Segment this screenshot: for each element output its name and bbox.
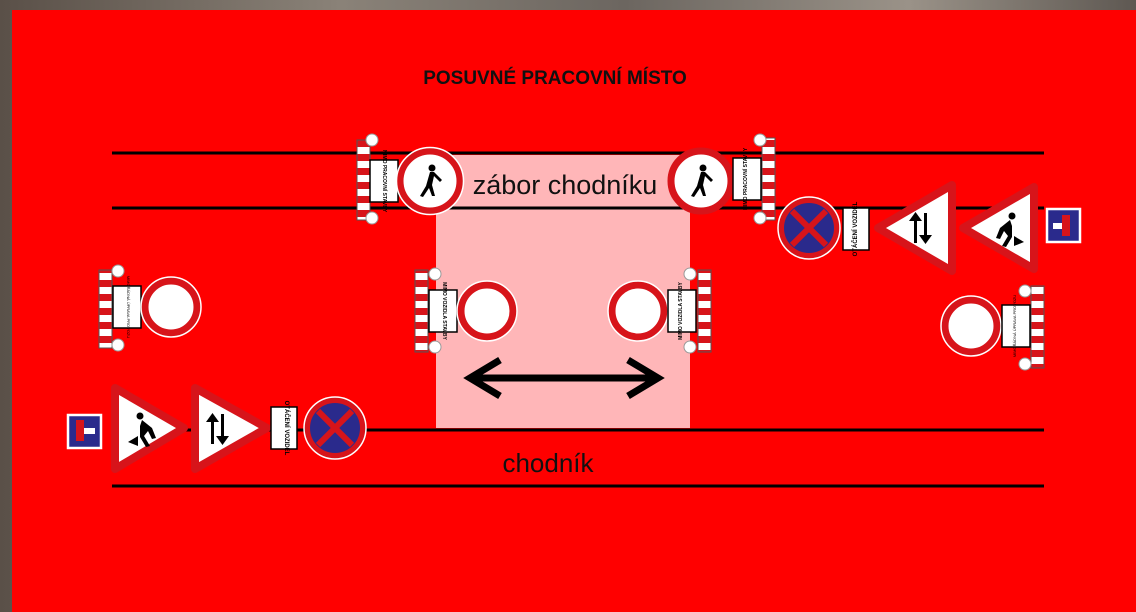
barrier-right-small-text: MIMOŘÁDNÁ ÚPRAVA PROVOZU (1012, 295, 1017, 358)
barrier-left-middle: MIMOŘÁDNÁ ÚPRAVA PROVOZU (98, 264, 142, 352)
no-entry-sign-left (140, 276, 202, 338)
roadworks-sign-right (959, 183, 1038, 273)
barrier-center-left: MIMO VOZIDLA STAVBY (414, 267, 458, 354)
two-way-traffic-sign-left (191, 384, 271, 473)
no-entry-sign-center-left (456, 280, 518, 342)
two-way-arrows-icon (909, 212, 932, 244)
worker-icon (128, 412, 156, 447)
no-stopping-sign-left (303, 396, 367, 460)
plate-turning-label-left: OTÁČENÍ VOZIDEL (283, 401, 291, 456)
plate-turning-right: OTÁČENÍ VOZIDEL (842, 201, 870, 256)
plate-turning-label-right: OTÁČENÍ VOZIDEL (851, 201, 859, 256)
barrier-upper-right: MIMO PRACOVNÍ STAVBY (732, 133, 776, 225)
sidewalk-label: chodník (502, 448, 594, 478)
worker-icon (996, 212, 1024, 247)
dead-end-sign-right (1045, 207, 1082, 244)
no-pedestrians-sign-upper-right (667, 147, 735, 215)
barrier-upper-left: MIMO PRACOVNÍ STAVBY (356, 133, 399, 225)
page-title: POSUVNÉ PRACOVNÍ MÍSTO (423, 67, 687, 89)
dead-end-sign-left (66, 413, 103, 450)
pedestrian-icon (420, 164, 442, 197)
roadworks-sign-left (111, 384, 188, 473)
no-stopping-sign-right (777, 196, 841, 260)
sidewalk-closure-zone (446, 155, 688, 207)
plate-outside-vehicles-left: MIMO VOZIDLA STAVBY (441, 282, 447, 340)
two-way-traffic-sign-right (874, 181, 956, 275)
no-entry-sign-center-right (607, 280, 669, 342)
barrier-center-right: MIMO VOZIDLA STAVBY (667, 267, 712, 354)
double-arrow-icon (463, 356, 665, 400)
sidewalk-closure-label: zábor chodníku (473, 170, 658, 200)
plate-outside-site-upper-right: MIMO PRACOVNÍ STAVBY (741, 147, 749, 210)
no-entry-sign-right (940, 295, 1002, 357)
two-way-arrows-icon (206, 413, 229, 445)
plate-turning-left: OTÁČENÍ VOZIDEL (270, 401, 298, 456)
barrier-right-middle: MIMOŘÁDNÁ ÚPRAVA PROVOZU (1001, 284, 1045, 371)
barrier-left-small-text: MIMOŘÁDNÁ ÚPRAVA PROVOZU (126, 276, 131, 339)
pedestrian-icon (691, 164, 713, 197)
plate-outside-site-upper-left: MIMO PRACOVNÍ STAVBY (381, 150, 389, 213)
no-pedestrians-sign-upper-left (395, 146, 465, 216)
plate-outside-vehicles-right: MIMO VOZIDLA STAVBY (678, 281, 684, 339)
